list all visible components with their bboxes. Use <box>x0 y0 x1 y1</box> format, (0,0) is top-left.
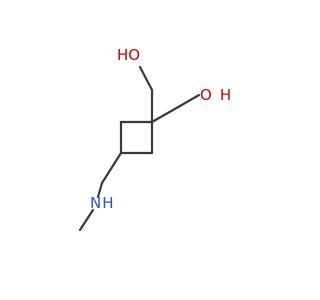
nh-label: NH <box>90 194 114 212</box>
nh-h: H <box>102 194 113 212</box>
bond-nh-to-methyl <box>78 208 95 232</box>
bond-ch2-to-nh <box>96 181 104 199</box>
oh-left-label: HO <box>117 46 140 64</box>
bond-ring-to-ch2-amine <box>100 151 123 185</box>
oh-right-o: O <box>200 86 212 104</box>
bond-ch2-to-oh-right <box>178 93 201 108</box>
nh-n: N <box>90 194 101 212</box>
oh-left-h: O <box>128 46 140 64</box>
bond-ch2-to-oh-left <box>138 65 154 92</box>
oh-right-h: H <box>220 86 231 104</box>
oh-left-o: H <box>117 46 128 64</box>
bond-ring-to-ch2-right <box>150 104 182 124</box>
